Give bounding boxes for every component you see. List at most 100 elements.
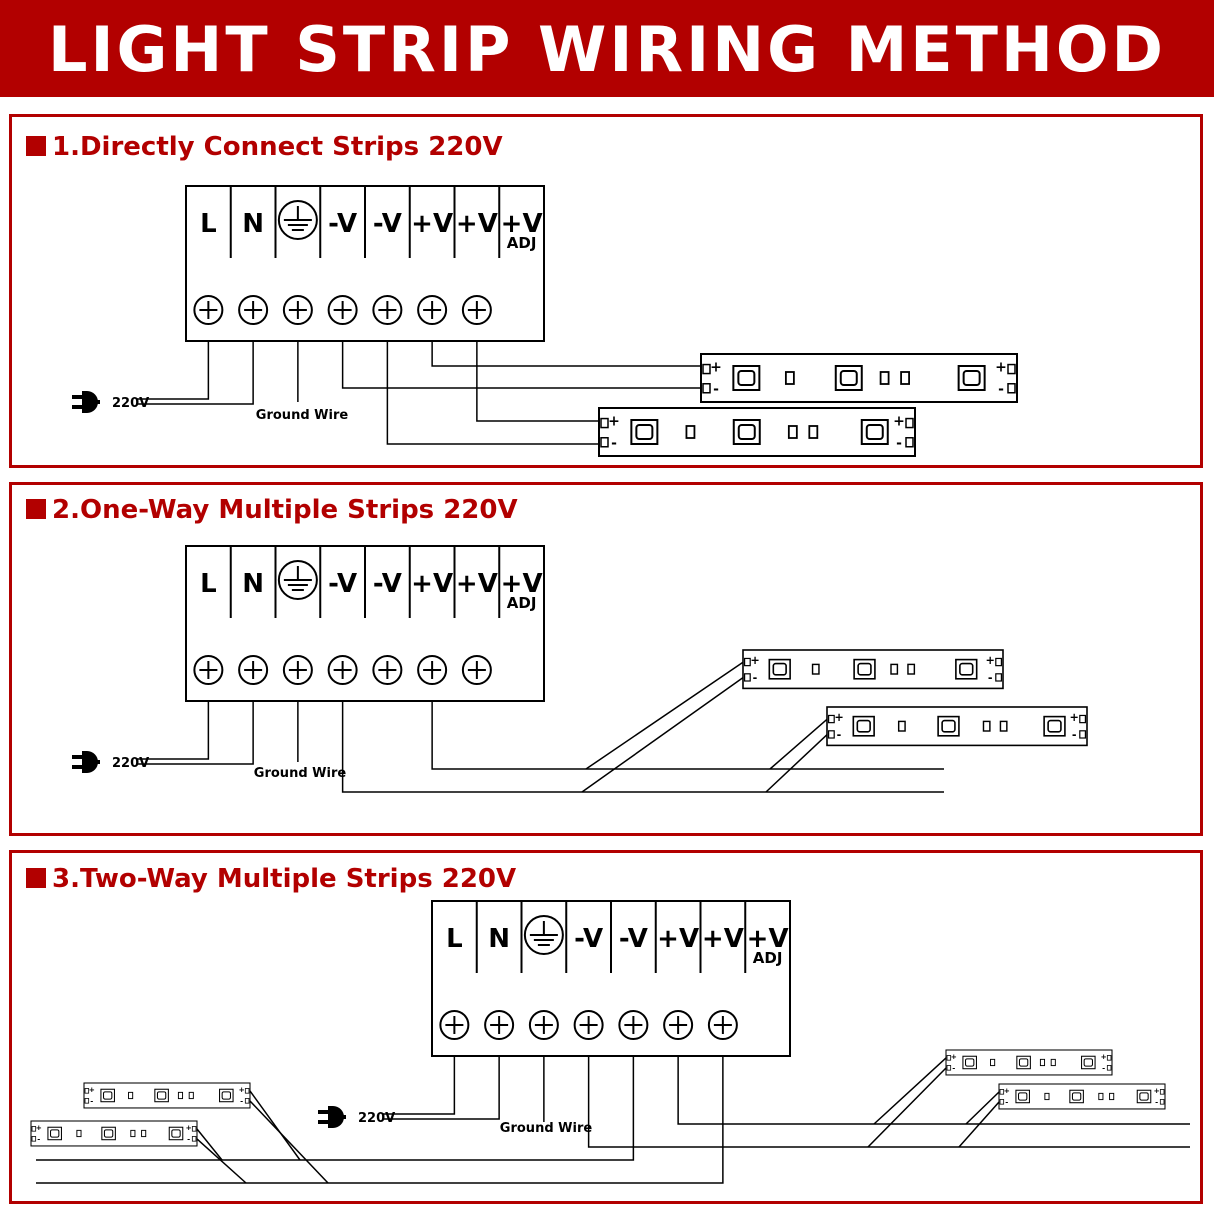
led-chip-lens (156, 1091, 167, 1100)
strip-minus-label: - (1072, 728, 1077, 741)
strip-pad (827, 730, 835, 739)
resistor (907, 663, 916, 675)
branch-wire (581, 677, 744, 793)
section-number-1: 1. (52, 132, 80, 162)
section-label-2: One-Way Multiple Strips 220V (79, 495, 518, 525)
strip-minus-label: - (713, 381, 719, 397)
strip-pad (743, 673, 751, 682)
terminal-label: N (488, 924, 510, 954)
strip-minus-label: - (1005, 1097, 1008, 1106)
ground-wire-label: Ground Wire (500, 1121, 593, 1136)
plug-icon (72, 405, 82, 409)
terminal-label: L (200, 569, 217, 599)
led-chip-lens (772, 662, 787, 676)
bus-positive-right (677, 1056, 1190, 1125)
resistor (1050, 1058, 1056, 1067)
strip-plus-label: + (893, 413, 905, 429)
branch-wire (873, 1057, 947, 1125)
terminal-adj-label: ADJ (753, 949, 783, 967)
strip-pad (1159, 1089, 1165, 1095)
plug-icon (88, 760, 100, 764)
resistor (128, 1091, 134, 1100)
ac-wire-l (136, 701, 210, 760)
terminal-label: -V (328, 569, 357, 599)
strip-minus-label: - (988, 671, 993, 684)
strip-minus-label: - (187, 1134, 190, 1143)
branch-wire (867, 1067, 947, 1148)
strip-pad (191, 1136, 197, 1142)
resistor (130, 1129, 136, 1138)
led-chip-lens (1071, 1092, 1082, 1101)
terminal-label: L (200, 209, 217, 239)
led-chip-lens (1083, 1058, 1093, 1067)
section-number-2: 2. (52, 495, 80, 525)
led-chip-lens (103, 1091, 113, 1100)
strip-pad (600, 437, 609, 448)
terminal-label: +V (747, 924, 789, 954)
led-chip-lens (1047, 719, 1062, 733)
branch-wire (196, 1128, 223, 1161)
led-chip-lens (959, 662, 974, 676)
title-banner: LIGHT STRIP WIRING METHOD (0, 0, 1214, 97)
strip-pad (31, 1136, 37, 1142)
led-chip-lens (839, 370, 858, 386)
terminal-label: +V (456, 209, 498, 239)
section-label-1: Directly Connect Strips 220V (79, 132, 503, 162)
strip-pad (1007, 383, 1016, 394)
resistor (141, 1129, 147, 1138)
branch-wire (965, 1091, 1000, 1125)
wire-positive-strip-2 (476, 341, 599, 422)
terminal-label: L (446, 924, 463, 954)
resistor (76, 1129, 82, 1138)
strip-plus-label: + (1154, 1086, 1160, 1095)
ground-wire-label: Ground Wire (256, 408, 349, 423)
bullet-square-icon (26, 499, 46, 519)
led-chip-lens (1018, 1092, 1028, 1101)
strip-pad (1079, 714, 1087, 724)
branch-wire (249, 1100, 329, 1184)
plug-icon (88, 400, 100, 404)
plug-icon (72, 755, 82, 759)
terminal-label: +V (501, 569, 543, 599)
strip-pad (191, 1126, 197, 1132)
strip-pad (946, 1055, 952, 1061)
led-chip-lens (1018, 1058, 1029, 1067)
section-two-way (9, 850, 1203, 1204)
plug-icon (72, 765, 82, 769)
bus-negative-left (36, 1056, 635, 1161)
strip-pad (946, 1065, 952, 1071)
terminal-label: +V (702, 924, 744, 954)
strip-minus-label: - (998, 381, 1004, 397)
strip-minus-label: - (240, 1096, 243, 1105)
strip-plus-label: + (951, 1052, 957, 1061)
strip-pad (1159, 1099, 1165, 1105)
section-one-way (9, 482, 1203, 836)
strip-plus-label: + (986, 654, 995, 667)
led-chip-lens (865, 424, 884, 440)
strip-plus-label: + (1004, 1086, 1010, 1095)
strip-minus-label: - (1102, 1063, 1105, 1072)
resistor (811, 663, 820, 675)
strip-pad (244, 1088, 250, 1094)
strip-pad (31, 1126, 37, 1132)
led-chip-lens (103, 1129, 114, 1138)
terminal-label: +V (411, 209, 453, 239)
terminal-label: +V (657, 924, 699, 954)
resistor (1098, 1092, 1104, 1101)
bus-positive-left (36, 1056, 724, 1184)
bullet-square-icon (26, 136, 46, 156)
branch-wire (585, 661, 744, 770)
resistor (808, 425, 819, 439)
plug-icon (334, 1115, 346, 1119)
bus-negative (341, 701, 944, 793)
terminal-label: -V (328, 209, 357, 239)
section-direct-connect (9, 114, 1203, 468)
ac-wire-l (382, 1056, 456, 1115)
strip-minus-label: - (896, 435, 902, 451)
resistor (999, 720, 1008, 732)
strip-minus-label: - (37, 1134, 40, 1143)
strip-pad (905, 417, 914, 429)
strip-plus-label: + (36, 1123, 42, 1132)
strip-pad (1007, 363, 1016, 375)
resistor (685, 425, 696, 439)
